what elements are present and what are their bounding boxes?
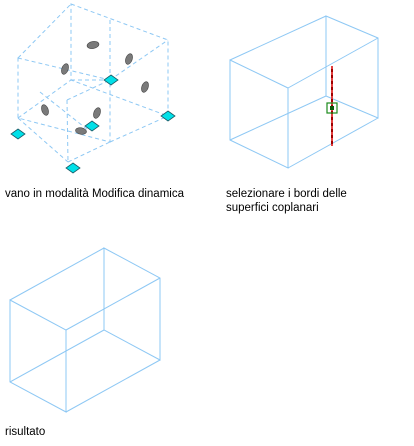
caption-select-edges-line2: superfici coplanari xyxy=(226,202,319,214)
grip-handle[interactable] xyxy=(92,107,102,120)
panel-result xyxy=(9,247,161,413)
caption-result: risultato xyxy=(5,426,46,438)
grip-squares xyxy=(10,74,176,174)
caption-select-edges: selezionare i bordi delle superfici copl… xyxy=(226,187,347,215)
box-edges xyxy=(229,15,379,169)
grip-handle[interactable] xyxy=(124,53,134,66)
box-edges xyxy=(9,247,161,413)
grip-square[interactable] xyxy=(103,74,119,86)
grip-handle[interactable] xyxy=(60,63,70,76)
grip-handle[interactable] xyxy=(86,41,100,50)
grip-handles xyxy=(40,41,150,135)
caption-select-edges-line1: selezionare i bordi delle xyxy=(226,188,347,200)
grip-square[interactable] xyxy=(160,110,176,122)
panel-dynamic-edit xyxy=(10,3,176,174)
edge-midpoint-grip-inner xyxy=(330,106,334,110)
caption-dynamic-edit: vano in modalità Modifica dinamica xyxy=(5,188,184,200)
grip-square[interactable] xyxy=(84,120,100,132)
grip-handle[interactable] xyxy=(140,81,150,94)
edge-midpoint-grip[interactable] xyxy=(326,102,338,114)
grip-handle[interactable] xyxy=(40,104,50,117)
grip-square[interactable] xyxy=(65,162,81,174)
dashed-box-edges xyxy=(17,3,169,163)
grip-square[interactable] xyxy=(10,128,26,140)
panel-select-edges xyxy=(229,15,379,169)
grip-handle[interactable] xyxy=(75,127,87,135)
